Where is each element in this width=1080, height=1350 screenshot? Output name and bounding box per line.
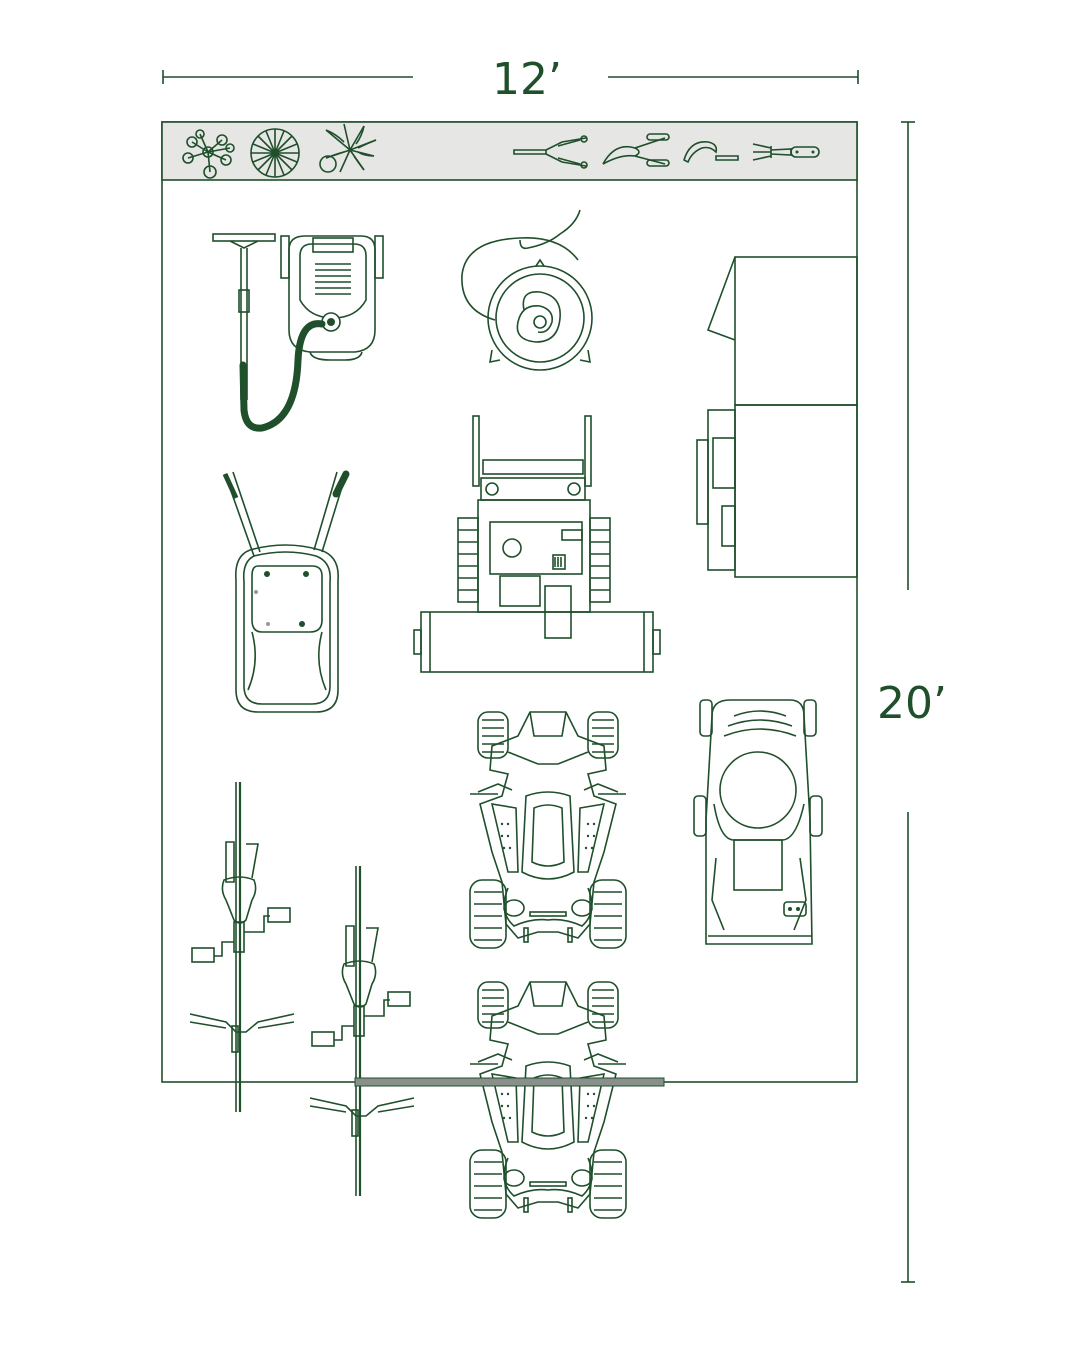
palm-icon: [319, 123, 377, 173]
snow-blower: [413, 415, 661, 673]
bicycle: [308, 864, 416, 1198]
cabinet: [696, 256, 858, 578]
depth-label: 20’: [877, 678, 947, 729]
width-dimension: 12’: [162, 54, 859, 105]
plant-icon: [182, 129, 235, 179]
hedge-shears-icon: [513, 135, 588, 169]
width-label: 12’: [492, 54, 562, 105]
atv: [469, 981, 627, 1219]
riding-mower: [693, 699, 823, 945]
hose-reel: [461, 209, 593, 371]
depth-dimension: 20’: [877, 121, 947, 1283]
sickle-icon: [683, 141, 739, 164]
shed-door: [354, 1077, 665, 1087]
shrub-icon: [250, 128, 300, 178]
pruners-icon: [602, 133, 670, 167]
pressure-washer: [239, 235, 384, 432]
hand-rake-icon: [752, 143, 820, 161]
garden-shelf: [161, 121, 858, 181]
shed-outline: [161, 121, 858, 1083]
wheelbarrow: [222, 470, 350, 713]
atv: [469, 711, 627, 949]
bicycle: [188, 780, 296, 1114]
